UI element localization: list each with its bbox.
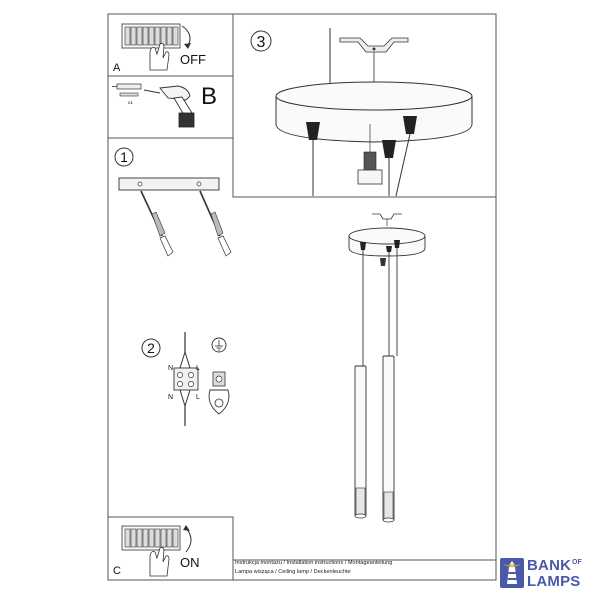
wall-plug-illustration (112, 83, 142, 97)
drill-icon (143, 85, 195, 128)
step-c-word: ON (180, 555, 200, 570)
terminal-label-l-bottom: L (196, 394, 200, 401)
switch-down-arrow (181, 25, 191, 47)
panel-b-frame (107, 75, 234, 139)
panel-c-frame (107, 516, 234, 581)
step-3-number: 3 (257, 34, 266, 51)
lighthouse-icon (500, 558, 524, 588)
brand-word-of: OF (572, 559, 582, 566)
inset-cable-gland-middle (382, 140, 396, 196)
pendant-tube-right (382, 355, 395, 523)
footer-line-1: Instrukcja montażu / Installation instru… (235, 560, 393, 566)
step-1-number: 1 (120, 149, 128, 165)
step-2-badge (141, 338, 161, 358)
ground-connector (208, 371, 230, 415)
brand-word-bank: BANK (527, 557, 572, 574)
screw-left (140, 190, 174, 257)
inset-center-terminal (357, 124, 383, 185)
fuse-box-off-illustration (121, 23, 181, 71)
step-b-letter: B (201, 83, 217, 110)
step-3-badge (250, 30, 272, 52)
brand-word-lamps: LAMPS (527, 573, 581, 590)
wire-top (179, 332, 191, 369)
mounting-bracket (118, 177, 220, 191)
pendant-cables (362, 248, 398, 366)
step-2-number: 2 (147, 340, 155, 356)
bank-of-lamps-logo: BANK OF LAMPS (500, 556, 600, 596)
terminal-label-n-top: N (168, 365, 173, 372)
step-c-letter: C (113, 565, 121, 577)
inset-canopy (275, 81, 473, 143)
screw-right (199, 190, 232, 257)
terminal-label-n-bottom: N (168, 394, 173, 401)
pendant-tube-left (354, 365, 367, 519)
fuse-box-on-illustration (121, 525, 181, 577)
terminal-label-l-top: L (196, 365, 200, 372)
step-1-badge (114, 147, 134, 167)
plug-quantity: x1 (128, 100, 133, 105)
inset-cable-gland-left (306, 122, 320, 196)
step-a-word: OFF (180, 52, 206, 67)
footer-line-2: Lampa wisząca / Ceiling lamp / Deckenleu… (235, 569, 351, 575)
pendant-canopy (348, 227, 426, 266)
pendant-ceiling-bracket (372, 213, 402, 226)
ground-symbol-icon (211, 337, 227, 353)
switch-down-arrowhead (184, 43, 191, 49)
step-a-letter: A (113, 62, 121, 74)
switch-up-arrowhead (183, 525, 190, 531)
inset-cable-gland-right (395, 116, 417, 197)
wire-bottom (179, 389, 191, 426)
terminal-block (173, 367, 199, 391)
switch-up-arrow (185, 527, 192, 553)
inset-ceiling-bracket (339, 37, 409, 86)
